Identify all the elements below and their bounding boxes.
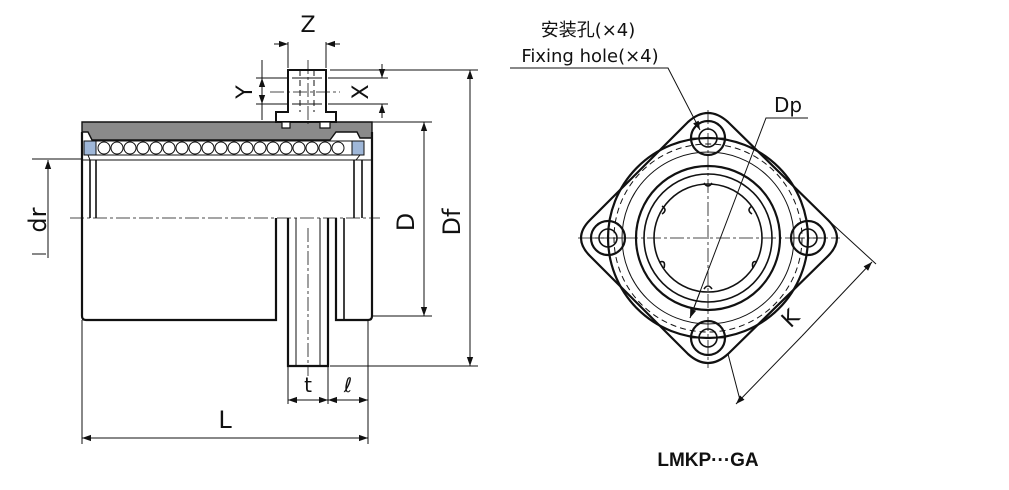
ball [240, 141, 254, 155]
ball [227, 141, 241, 155]
ball [292, 141, 306, 155]
dim-l-small: ℓ [343, 373, 352, 397]
model-label: LMKP···GA [657, 450, 759, 471]
dim-y: Y [233, 85, 258, 100]
ball [318, 141, 332, 155]
ball [331, 141, 345, 155]
ball [136, 141, 150, 155]
ball [305, 141, 319, 155]
dim-k: K [777, 305, 805, 333]
fixing-hole-en: Fixing hole(×4) [521, 46, 658, 67]
dim-d: D [392, 213, 420, 231]
boss-bore [281, 121, 331, 129]
ball [279, 141, 293, 155]
ball-tracks [659, 182, 758, 290]
front-view: 安装孔(×4) Fixing hole(×4) Dp K [510, 20, 877, 405]
ball [253, 141, 267, 155]
dim-z: Z [300, 13, 315, 38]
ball [214, 141, 228, 155]
dim-l: L [218, 406, 232, 434]
flange-boss [275, 69, 337, 123]
ball [123, 141, 137, 155]
ball [162, 141, 176, 155]
ball [149, 141, 163, 155]
ball [110, 141, 124, 155]
ball [97, 141, 111, 155]
dim-df: Df [438, 208, 466, 235]
ball [175, 141, 189, 155]
dim-x: X [349, 84, 374, 99]
ball [266, 141, 280, 155]
dim-dr: dr [24, 207, 52, 232]
ball [201, 141, 215, 155]
dim-dp: Dp [774, 93, 802, 117]
side-view: Z Y X dr D Df t ℓ [24, 13, 478, 444]
fixing-hole-cn: 安装孔(×4) [541, 20, 636, 41]
dim-t: t [304, 373, 312, 397]
ball [188, 141, 202, 155]
ball-row [97, 141, 345, 155]
